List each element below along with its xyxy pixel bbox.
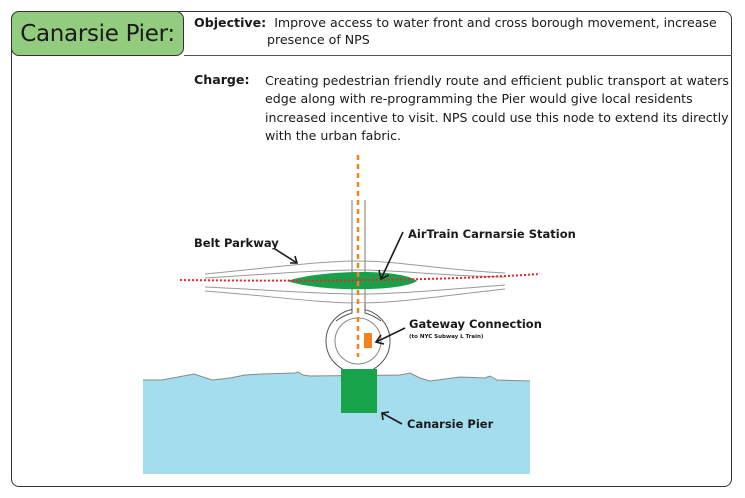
- gateway-connection-box: [364, 333, 372, 348]
- arrow-canarsie-pier: [381, 411, 403, 425]
- label-belt-parkway: Belt Parkway: [194, 236, 279, 250]
- charge-label: Charge:: [194, 72, 250, 87]
- canarsie-pier-shape: [341, 369, 377, 413]
- arrow-airtrain-station: [378, 231, 404, 281]
- page-title: Canarsie Pier:: [11, 11, 184, 56]
- objective-label: Objective:: [194, 15, 267, 30]
- belt-parkway-lane-1: [204, 260, 506, 275]
- charge-text: Creating pedestrian friendly route and e…: [265, 73, 729, 143]
- water-body: [143, 372, 530, 474]
- header-divider: [184, 55, 732, 56]
- belt-parkway-lane-4: [204, 288, 506, 304]
- diagram-frame: [11, 11, 732, 487]
- objective-block: Objective: Improve access to water front…: [194, 14, 724, 48]
- label-airtrain-station: AirTrain Carnarsie Station: [408, 227, 576, 241]
- label-gateway-sub: (to NYC Subway L Train): [409, 334, 484, 340]
- arrow-belt-parkway: [274, 248, 299, 264]
- airtrain-rail-line: [179, 273, 541, 282]
- arrow-gateway-connection: [374, 327, 406, 345]
- label-gateway-connection: Gateway Connection: [409, 317, 542, 331]
- objective-text-line2: presence of NPS: [267, 32, 370, 47]
- label-canarsie-pier: Canarsie Pier: [407, 417, 494, 431]
- shoreline: [143, 371, 531, 382]
- objective-text-line1: Improve access to water front and cross …: [274, 15, 717, 30]
- belt-parkway-lane-2: [204, 269, 506, 279]
